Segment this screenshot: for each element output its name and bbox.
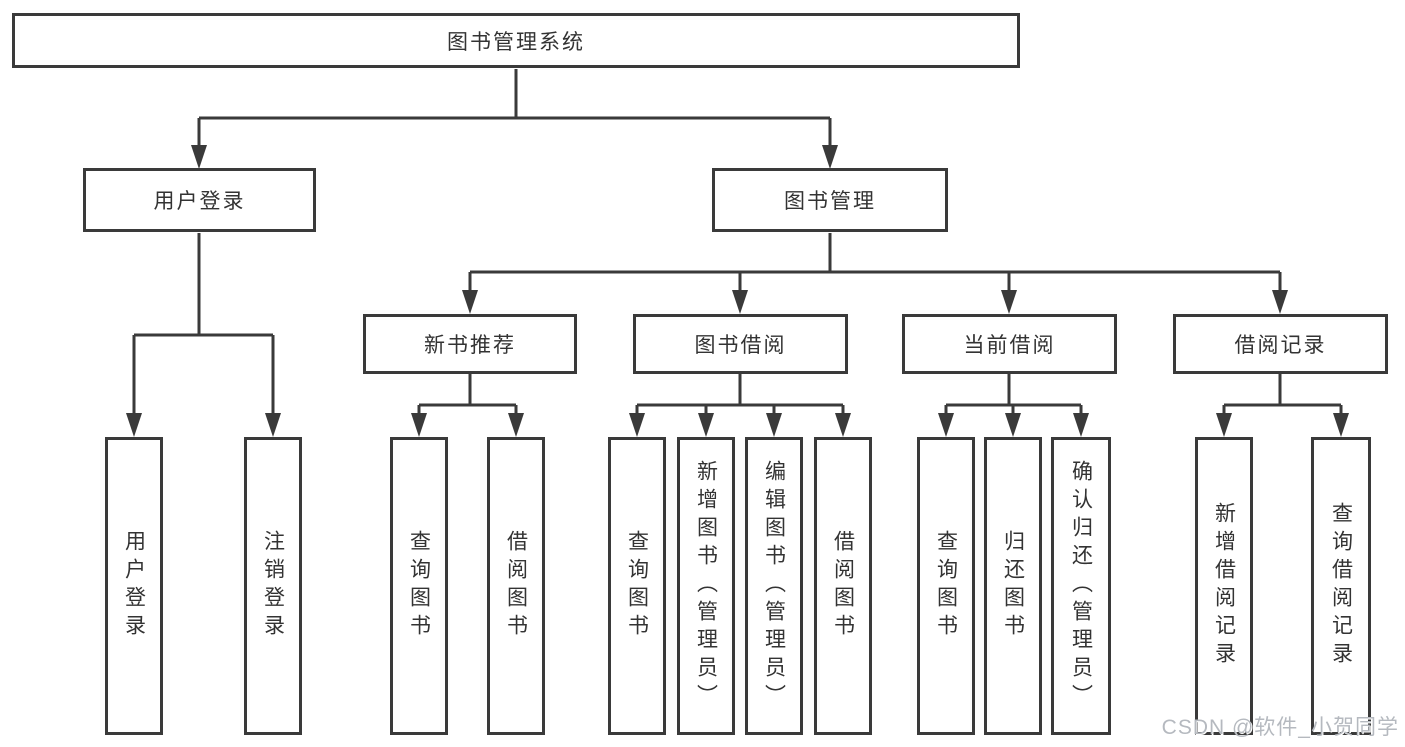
leaf-newbook-borrow-books: 借阅图书 — [487, 437, 545, 735]
node-user-login: 用户登录 — [83, 168, 316, 232]
arrow-down-icon — [265, 413, 281, 437]
arrow-down-icon — [698, 413, 714, 437]
arrow-down-icon — [126, 413, 142, 437]
connector-current-borrow-children — [938, 374, 1089, 437]
arrow-down-icon — [191, 145, 207, 169]
leaf-current-return-books: 归还图书 — [984, 437, 1042, 735]
arrow-down-icon — [1333, 413, 1349, 437]
arrow-down-icon — [411, 413, 427, 437]
leaf-borrow-add-books-admin: 新增图书（管理员） — [677, 437, 735, 735]
connector-borrow-record-children — [1216, 374, 1349, 437]
leaf-label: 注销登录 — [261, 530, 285, 642]
arrow-down-icon — [1001, 290, 1017, 314]
leaf-label: 查询图书 — [407, 530, 431, 642]
leaf-label: 查询图书 — [625, 530, 649, 642]
arrow-down-icon — [1216, 413, 1232, 437]
node-label: 当前借阅 — [963, 334, 1056, 357]
leaf-label: 查询图书 — [934, 530, 958, 642]
node-current-borrowing: 当前借阅 — [902, 314, 1117, 374]
leaf-label: 新增图书（管理员） — [694, 460, 718, 712]
leaf-label: 查询借阅记录 — [1329, 502, 1353, 670]
arrow-down-icon — [766, 413, 782, 437]
arrow-down-icon — [1073, 413, 1089, 437]
arrow-down-icon — [732, 290, 748, 314]
arrow-down-icon — [1005, 413, 1021, 437]
leaf-label: 新增借阅记录 — [1212, 502, 1236, 670]
node-library-management-system: 图书管理系统 — [12, 13, 1020, 68]
leaf-label: 借阅图书 — [831, 530, 855, 642]
arrow-down-icon — [822, 145, 838, 169]
node-label: 图书借阅 — [694, 334, 787, 357]
connector-user-login-children — [126, 233, 281, 437]
leaf-label: 用户登录 — [122, 530, 146, 642]
arrow-down-icon — [629, 413, 645, 437]
leaf-logout: 注销登录 — [244, 437, 302, 735]
node-book-management: 图书管理 — [712, 168, 948, 232]
connector-root-to-level2 — [191, 69, 838, 169]
connector-new-book-children — [411, 374, 524, 437]
node-new-book-recommendation: 新书推荐 — [363, 314, 577, 374]
leaf-label: 确认归还（管理员） — [1069, 460, 1093, 712]
leaf-user-login: 用户登录 — [105, 437, 163, 735]
connector-book-borrow-children — [629, 374, 851, 437]
leaf-label: 借阅图书 — [504, 530, 528, 642]
node-book-borrowing: 图书借阅 — [633, 314, 848, 374]
node-label: 图书管理 — [784, 190, 876, 213]
csdn-watermark: CSDN @软件_小贺同学 — [1161, 716, 1399, 739]
leaf-borrow-borrow-books: 借阅图书 — [814, 437, 872, 735]
arrow-down-icon — [508, 413, 524, 437]
leaf-current-confirm-return-admin: 确认归还（管理员） — [1051, 437, 1111, 735]
arrow-down-icon — [1272, 290, 1288, 314]
leaf-query-borrow-record: 查询借阅记录 — [1311, 437, 1371, 735]
leaf-label: 归还图书 — [1001, 530, 1025, 642]
node-label: 图书管理系统 — [447, 30, 585, 54]
leaf-label: 编辑图书（管理员） — [762, 460, 786, 712]
leaf-borrow-query-books: 查询图书 — [608, 437, 666, 735]
arrow-down-icon — [835, 413, 851, 437]
arrow-down-icon — [938, 413, 954, 437]
leaf-borrow-edit-books-admin: 编辑图书（管理员） — [745, 437, 803, 735]
leaf-add-borrow-record: 新增借阅记录 — [1195, 437, 1253, 735]
leaf-newbook-query-books: 查询图书 — [390, 437, 448, 735]
leaf-current-query-books: 查询图书 — [917, 437, 975, 735]
node-label: 借阅记录 — [1234, 334, 1327, 357]
node-borrowing-records: 借阅记录 — [1173, 314, 1388, 374]
connector-book-mgmt-to-level3 — [462, 233, 1288, 314]
arrow-down-icon — [462, 290, 478, 314]
node-label: 新书推荐 — [424, 334, 516, 357]
node-label: 用户登录 — [153, 190, 246, 213]
